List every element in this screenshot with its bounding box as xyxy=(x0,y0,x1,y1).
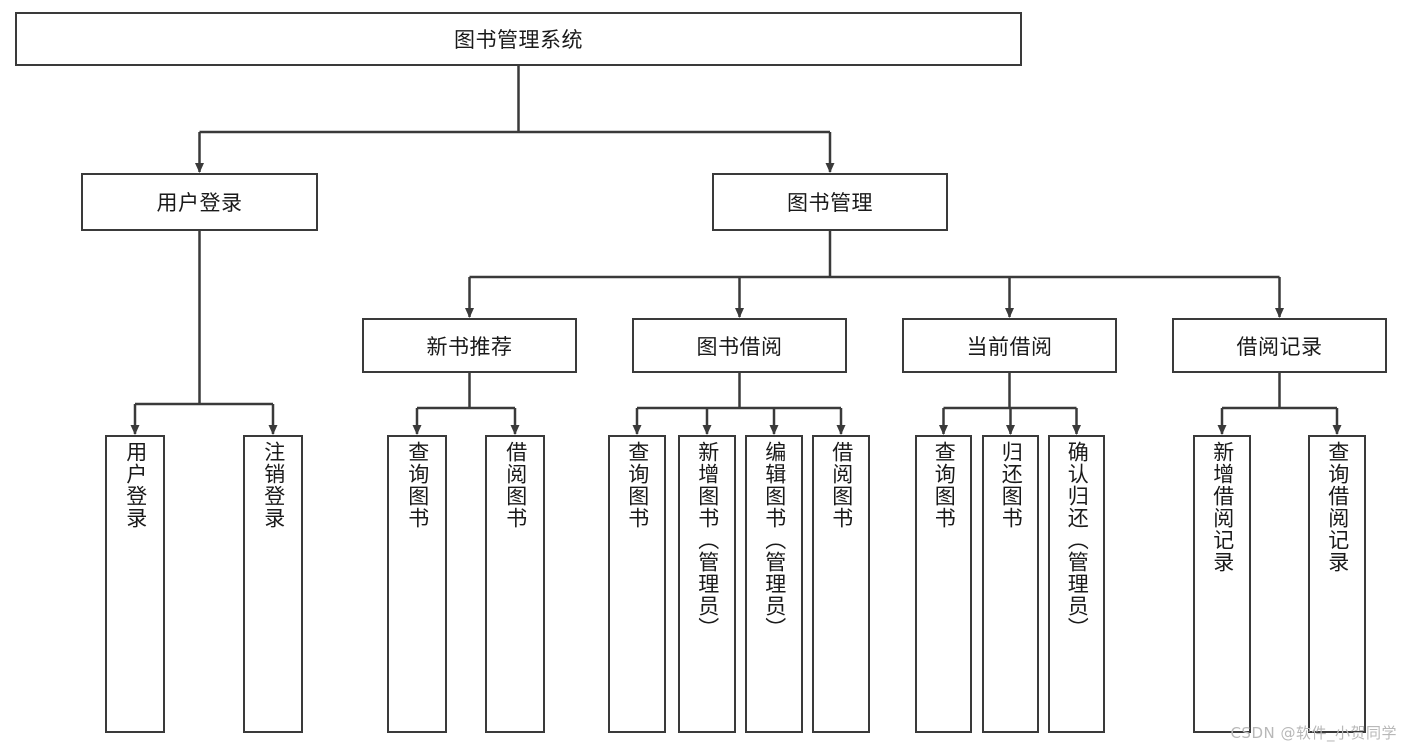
node-label: 归还图书 xyxy=(999,441,1024,529)
node-label: 确认归还（管理员） xyxy=(1065,441,1090,639)
node-rc-add[interactable]: 新增借阅记录 xyxy=(1193,435,1251,733)
node-records[interactable]: 借阅记录 xyxy=(1172,318,1387,373)
node-label: 图书借阅 xyxy=(696,334,783,359)
node-label: 查询借阅记录 xyxy=(1325,441,1350,573)
node-bookmgmt[interactable]: 图书管理 xyxy=(712,173,948,231)
edge-paths xyxy=(130,66,1342,435)
node-root[interactable]: 图书管理系统 xyxy=(15,12,1022,66)
node-l-login[interactable]: 用户登录 xyxy=(105,435,165,733)
node-label: 用户登录 xyxy=(156,191,243,215)
node-label: 查询图书 xyxy=(932,441,957,529)
node-login[interactable]: 用户登录 xyxy=(81,173,318,231)
node-label: 注销登录 xyxy=(261,441,286,529)
node-cu-query[interactable]: 查询图书 xyxy=(915,435,972,733)
node-label: 新增图书（管理员） xyxy=(695,441,720,639)
node-current[interactable]: 当前借阅 xyxy=(902,318,1117,373)
node-borrow[interactable]: 图书借阅 xyxy=(632,318,847,373)
node-label: 新增借阅记录 xyxy=(1210,441,1235,573)
node-label: 编辑图书（管理员） xyxy=(762,441,787,639)
node-nb-borrow[interactable]: 借阅图书 xyxy=(485,435,545,733)
node-bw-add[interactable]: 新增图书（管理员） xyxy=(678,435,736,733)
node-label: 借阅图书 xyxy=(829,441,854,529)
node-nb-query[interactable]: 查询图书 xyxy=(387,435,447,733)
node-label: 图书管理系统 xyxy=(454,28,583,52)
node-bw-query[interactable]: 查询图书 xyxy=(608,435,666,733)
node-label: 查询图书 xyxy=(625,441,650,529)
node-label: 当前借阅 xyxy=(966,334,1053,359)
node-label: 新书推荐 xyxy=(426,334,513,359)
node-cu-confirm[interactable]: 确认归还（管理员） xyxy=(1048,435,1105,733)
node-label: 用户登录 xyxy=(123,441,148,529)
node-newbook[interactable]: 新书推荐 xyxy=(362,318,577,373)
node-bw-edit[interactable]: 编辑图书（管理员） xyxy=(745,435,803,733)
node-label: 图书管理 xyxy=(787,191,873,215)
node-cu-return[interactable]: 归还图书 xyxy=(982,435,1039,733)
node-label: 查询图书 xyxy=(405,441,430,529)
watermark: CSDN @软件_小贺同学 xyxy=(1230,724,1397,742)
node-rc-query[interactable]: 查询借阅记录 xyxy=(1308,435,1366,733)
node-label: 借阅图书 xyxy=(503,441,528,529)
node-l-logout[interactable]: 注销登录 xyxy=(243,435,303,733)
node-bw-borrow[interactable]: 借阅图书 xyxy=(812,435,870,733)
node-label: 借阅记录 xyxy=(1236,334,1323,359)
